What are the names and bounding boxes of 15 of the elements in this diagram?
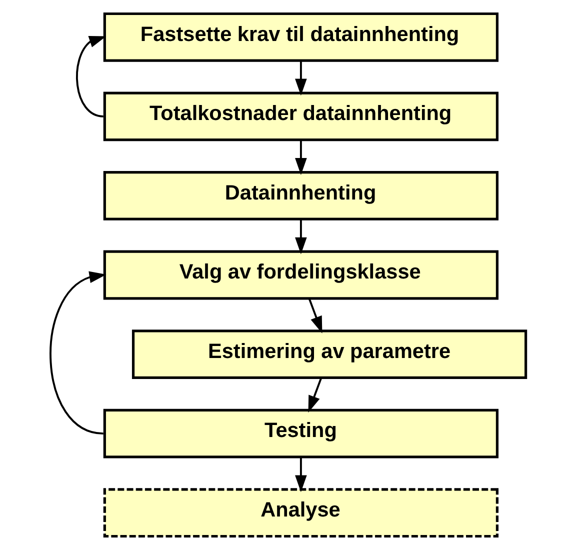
node-box: Totalkostnader datainnhenting xyxy=(103,92,498,142)
arrow xyxy=(295,457,307,492)
arrow xyxy=(50,271,106,435)
arrow xyxy=(295,60,307,96)
arrow xyxy=(295,140,307,175)
node-box: Fastsette krav til datainnhenting xyxy=(103,12,498,62)
arrow xyxy=(295,219,307,254)
node-box: Estimering av parametre xyxy=(132,330,528,379)
arrow xyxy=(308,298,322,334)
node-box: Datainnhenting xyxy=(103,171,498,220)
node-box: Testing xyxy=(103,408,498,458)
arrow xyxy=(76,36,106,118)
arrow xyxy=(308,377,322,413)
node-box: Analyse xyxy=(103,488,498,538)
node-box: Valg av fordelingsklasse xyxy=(103,250,498,300)
